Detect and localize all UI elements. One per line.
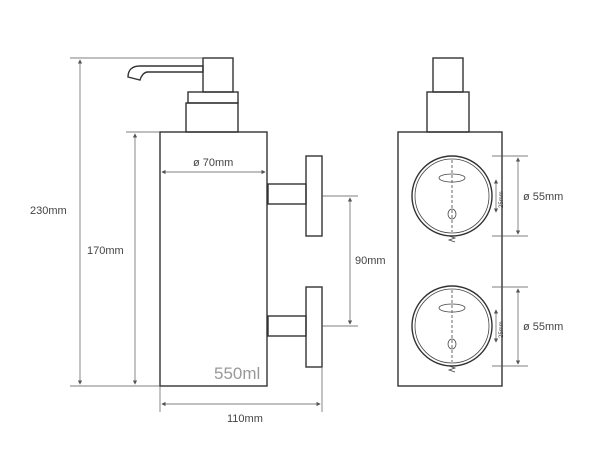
lower-mount-plate — [305, 286, 323, 368]
dispenser-body — [159, 131, 268, 387]
capacity-label: 550ml — [214, 364, 260, 383]
front-dimensions: ø 55mm 25mm ø 55mm 25mm — [492, 155, 563, 367]
upper-mount-plate — [305, 155, 323, 237]
front-view — [397, 57, 503, 387]
front-body — [397, 131, 503, 387]
front-pump-neck — [426, 91, 470, 133]
upper-screw-icon — [447, 235, 457, 243]
front-pump-head — [432, 57, 464, 93]
lower-screw-icon — [447, 365, 457, 373]
pump-neck — [185, 102, 239, 133]
lower-slot-spacing-label: 25mm — [499, 321, 505, 338]
upper-plate-diameter-label: ø 55mm — [523, 191, 563, 203]
mount-spacing-label: 90mm — [355, 255, 386, 267]
body-diameter-label: ø 70mm — [193, 157, 233, 169]
lower-mount-arm — [267, 315, 307, 337]
depth-label: 110mm — [227, 413, 263, 425]
lower-round-plate — [411, 285, 493, 373]
pump-collar — [187, 91, 239, 104]
body-height-label: 170mm — [87, 245, 124, 257]
upper-slot-spacing-label: 25mm — [499, 191, 505, 208]
upper-mount-arm — [267, 183, 307, 205]
lower-plate-diameter-label: ø 55mm — [523, 321, 563, 333]
pump-spout — [127, 65, 204, 81]
upper-round-plate — [411, 155, 493, 243]
side-view: 550ml — [127, 57, 323, 387]
total-height-label: 230mm — [30, 205, 67, 217]
pump-head — [202, 57, 234, 93]
side-dimensions: 230mm 170mm ø 70mm 90mm 110mm — [30, 57, 386, 425]
